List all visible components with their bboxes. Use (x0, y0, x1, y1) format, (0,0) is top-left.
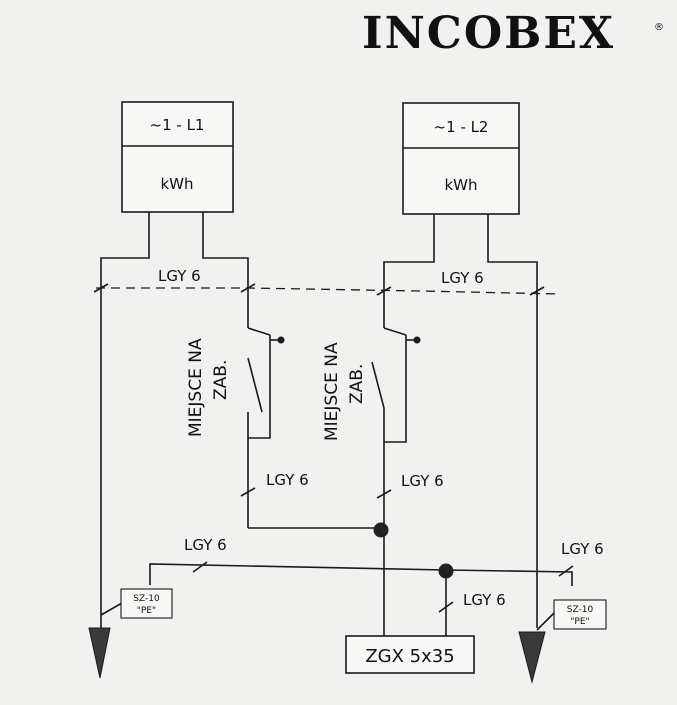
cable-label-mid-right: LGY 6 (401, 472, 444, 490)
meter-l2-phase: ~1 - L2 (434, 118, 489, 136)
meter-l1: ~1 - L1 kWh (121, 101, 234, 213)
cable-label-top-right: LGY 6 (441, 269, 484, 287)
meter-l2: ~1 - L2 kWh (402, 102, 520, 215)
logo-text: INCOBEX (362, 8, 615, 59)
terminal-box: ZGX 5x35 (345, 635, 475, 674)
breaker-left-line2: ZAB. (211, 360, 231, 400)
left-circuit-wires (93, 212, 381, 628)
breaker-left-contact (277, 336, 285, 344)
ground-label-right: SZ-10 "PE" (553, 599, 607, 630)
junction-node-pe (438, 563, 454, 579)
ground-label-left-line1: SZ-10 (133, 594, 160, 604)
incobex-logo: INCOBEX ® (362, 8, 664, 59)
breaker-right-line2: ZAB. (347, 364, 367, 404)
meter-l2-box (402, 102, 520, 215)
breaker-right-line1: MIEJSCE NA (322, 342, 342, 441)
meter-l1-unit: kWh (160, 175, 193, 193)
right-circuit-wires (371, 214, 545, 636)
cable-label-pe-right: LGY 6 (561, 540, 604, 558)
breaker-right-contact (413, 336, 421, 344)
terminal-box-label: ZGX 5x35 (365, 646, 454, 667)
terminal-box-frame (345, 635, 475, 674)
meter-l2-unit: kWh (444, 176, 477, 194)
breaker-right-label: MIEJSCE NA ZAB. (322, 342, 367, 441)
registered-mark: ® (654, 22, 664, 33)
breaker-left-label: MIEJSCE NA ZAB. (186, 338, 231, 437)
ground-label-left-line2: "PE" (137, 606, 156, 616)
meter-l1-phase: ~1 - L1 (150, 116, 205, 134)
cable-label-top-left: LGY 6 (158, 267, 201, 285)
ground-label-right-line1: SZ-10 (567, 605, 594, 615)
ground-label-right-line2: "PE" (570, 617, 589, 627)
ground-label-left: SZ-10 "PE" (120, 588, 173, 619)
cable-label-mid-left: LGY 6 (266, 471, 309, 489)
cable-label-pe-left: LGY 6 (184, 536, 227, 554)
enclosure-dashed-line (96, 287, 561, 295)
ground-rod-left-icon (88, 627, 111, 679)
breaker-left-line1: MIEJSCE NA (186, 338, 206, 437)
ground-rod-right-icon (518, 631, 546, 684)
cable-label-pe-down: LGY 6 (463, 591, 506, 609)
junction-node-n (373, 522, 389, 538)
meter-l1-box (121, 101, 234, 213)
